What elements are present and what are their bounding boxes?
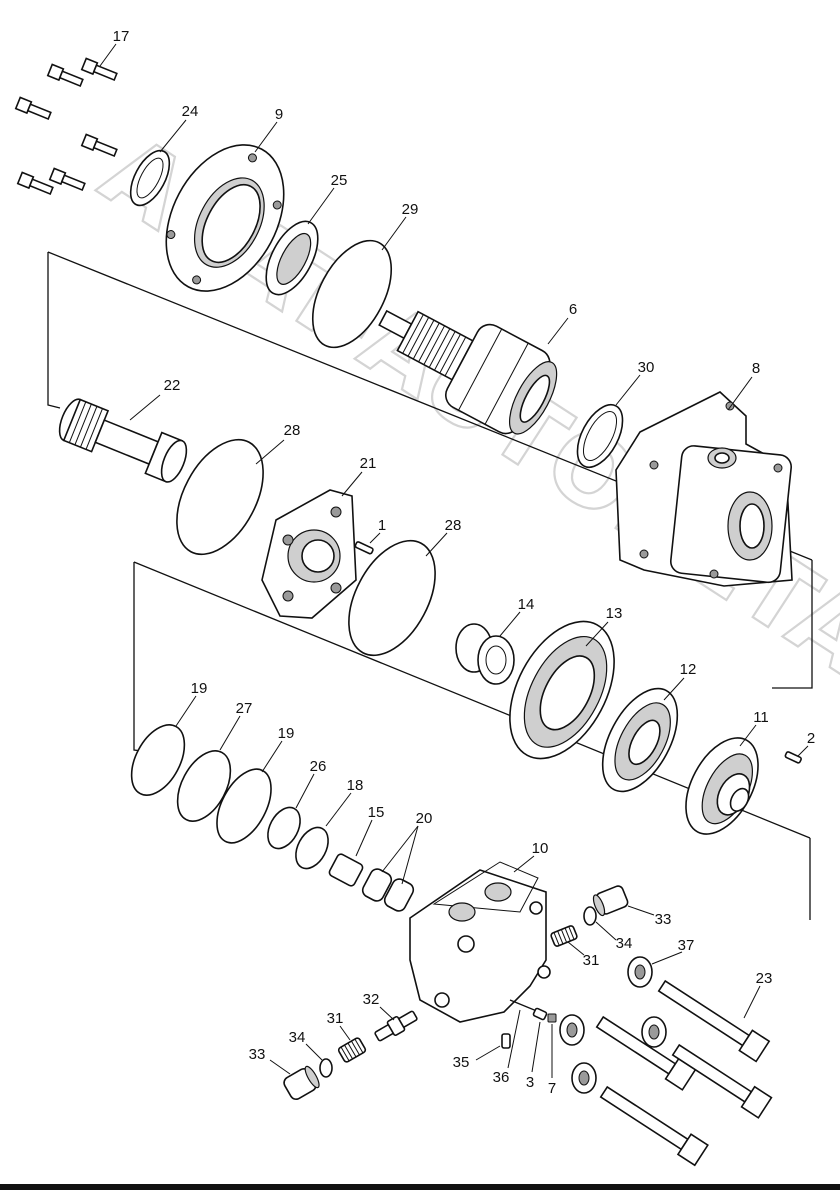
- callout-c14: 14: [518, 596, 535, 613]
- callout-c18: 18: [347, 777, 364, 794]
- ring-34-left: [319, 1058, 333, 1078]
- callout-c7: 7: [548, 1080, 556, 1097]
- callout-c33a: 33: [655, 911, 672, 928]
- bottom-border: [0, 1184, 840, 1190]
- o-ring-28-lower: [348, 539, 436, 657]
- bolt-17-set: [14, 43, 118, 196]
- callout-c20: 20: [416, 810, 433, 827]
- plate-21: [261, 489, 357, 619]
- ring-34-right: [583, 906, 597, 926]
- callout-c28a: 28: [284, 422, 301, 439]
- callout-c24: 24: [182, 103, 199, 120]
- washer-37: [627, 956, 653, 988]
- callout-c28b: 28: [445, 517, 462, 534]
- plug-33-right: [592, 885, 629, 917]
- callout-c10: 10: [532, 840, 549, 857]
- spool-32: [374, 1010, 418, 1042]
- bolt-23-set: [559, 979, 773, 1167]
- spring-31-right: [550, 925, 578, 947]
- sleeve-15: [328, 853, 364, 887]
- o-ring-28-upper: [176, 438, 264, 556]
- drive-shaft-22: [58, 398, 188, 483]
- callout-c30: 30: [638, 359, 655, 376]
- callout-c22: 22: [164, 377, 181, 394]
- callout-c35: 35: [453, 1054, 470, 1071]
- callout-c26: 26: [310, 758, 327, 775]
- callout-c11: 11: [753, 709, 769, 726]
- callout-c15: 15: [368, 804, 385, 821]
- spring-31-left: [337, 1037, 367, 1063]
- callout-labels: 17 24 9 25 29 6 30 8 22 28 21 1 28 14 13 12 19 27 11 19 2 26 1…: [113, 28, 816, 1097]
- ring-26: [267, 806, 301, 850]
- gear-14: [455, 623, 515, 685]
- rotor-13: [509, 620, 615, 760]
- valve-body-10: [409, 861, 551, 1023]
- seal-20-pair: [361, 825, 419, 912]
- o-ring-29: [311, 239, 393, 349]
- disc-12: [601, 687, 679, 793]
- shaft-6: [378, 309, 558, 435]
- flange-9: [165, 144, 285, 292]
- screw-7: [547, 1013, 557, 1023]
- seal-24: [129, 149, 171, 207]
- callout-c37: 37: [678, 937, 695, 954]
- callout-c25: 25: [331, 172, 348, 189]
- cover-11: [685, 737, 759, 835]
- callout-c29: 29: [402, 201, 419, 218]
- callout-c33b: 33: [249, 1046, 266, 1063]
- callout-c6: 6: [569, 301, 577, 318]
- callout-c12: 12: [680, 661, 697, 678]
- pin-35: [501, 1033, 511, 1049]
- callout-c27: 27: [236, 700, 253, 717]
- o-ring-19-left: [130, 724, 186, 796]
- ring-18: [295, 826, 329, 870]
- callout-c1: 1: [378, 517, 386, 534]
- pin-1: [354, 541, 374, 555]
- o-ring-30: [576, 404, 624, 468]
- callout-c2: 2: [807, 730, 815, 747]
- callout-c23: 23: [756, 970, 773, 987]
- housing-8: [615, 391, 793, 587]
- plug-3: [532, 1007, 548, 1021]
- callout-c3: 3: [526, 1074, 534, 1091]
- callout-c19b: 19: [278, 725, 295, 742]
- callout-c13: 13: [606, 605, 623, 622]
- callout-c9: 9: [275, 106, 283, 123]
- callout-c17a: 17: [113, 28, 130, 45]
- seal-25: [265, 220, 319, 296]
- callout-c34b: 34: [289, 1029, 306, 1046]
- callout-c31b: 31: [327, 1010, 344, 1027]
- callout-c8: 8: [752, 360, 760, 377]
- callout-c21: 21: [360, 455, 377, 472]
- callout-c36: 36: [493, 1069, 510, 1086]
- callout-c34a: 34: [616, 935, 633, 952]
- callout-c19a: 19: [191, 680, 208, 697]
- callout-c31a: 31: [583, 952, 600, 969]
- plug-33-left: [283, 1065, 320, 1100]
- pin-2: [784, 751, 802, 764]
- callout-c32: 32: [363, 991, 380, 1008]
